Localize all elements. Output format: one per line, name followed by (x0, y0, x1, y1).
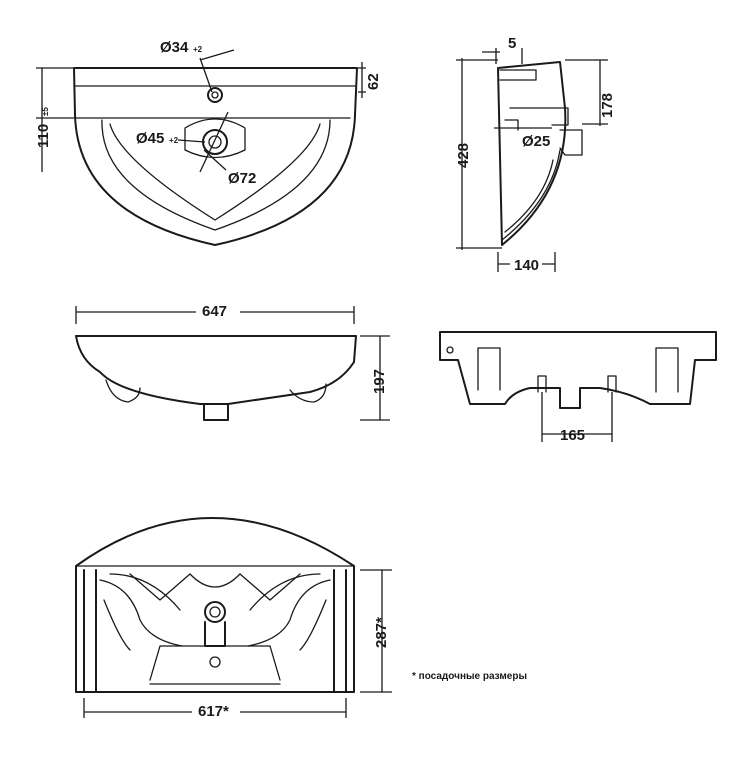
dim-165: 165 (560, 427, 585, 444)
dim-197: 197 (371, 369, 388, 394)
dim-428: 428 (455, 143, 472, 168)
dim-62: 62 (365, 73, 382, 90)
dim-5: 5 (508, 35, 516, 52)
dim-110-tolerance: ±5 (41, 107, 50, 116)
dim-178: 178 (599, 93, 616, 118)
dim-110: 110 (35, 124, 52, 148)
dim-d45: Ø45 (136, 130, 164, 147)
dim-287: 287* (373, 617, 390, 648)
dim-d45-tolerance: +2 (169, 136, 179, 145)
top-view (36, 49, 366, 246)
mounting-dimensions-note: * посадочные размеры (412, 671, 527, 682)
dim-d25: Ø25 (522, 133, 550, 150)
dim-d72: Ø72 (228, 170, 256, 187)
back-view (439, 331, 717, 442)
dim-d34: Ø34 (160, 39, 189, 56)
dim-647: 647 (202, 303, 227, 320)
dim-140: 140 (514, 257, 539, 274)
dim-617: 617* (198, 703, 229, 720)
side-view (456, 48, 608, 272)
dim-d34-tolerance: +2 (193, 45, 203, 54)
bottom-view (75, 517, 392, 718)
front-view (75, 306, 390, 421)
